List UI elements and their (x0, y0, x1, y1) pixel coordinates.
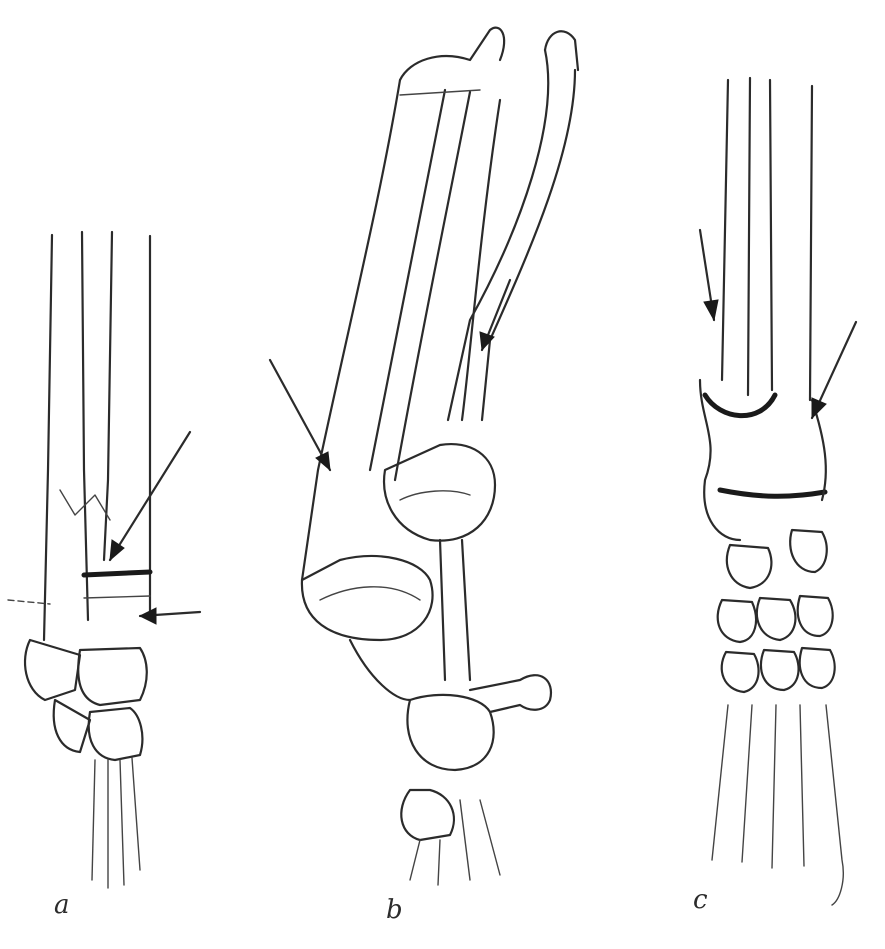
panel-b-carpal-bone (401, 790, 454, 840)
panel-b-phalanx (410, 840, 420, 880)
panel-b-joint (384, 444, 495, 541)
panel-b-arrow (270, 360, 330, 470)
panel-b-phalanx (438, 840, 440, 885)
panel-label-a: a (54, 890, 70, 920)
panel-a-arrowhead (140, 608, 156, 624)
panel-a-bone-outline (44, 235, 52, 640)
panel-b-bone-outline (462, 100, 500, 420)
panel-b-joint (302, 556, 433, 640)
panel-c-bone-outline (810, 86, 812, 400)
panel-b-bone-head (400, 28, 504, 80)
panel-c-metacarpal (800, 705, 804, 866)
panel-b-bone-outline (302, 80, 400, 580)
panel-c-fracture-line (705, 395, 775, 416)
panel-b-carpal-bone (470, 675, 551, 712)
panel-label-b: b (386, 895, 403, 925)
panel-c-metacarpal (772, 705, 776, 868)
panel-b-fracture-line (400, 491, 470, 500)
panel-b-carpal-bone (407, 695, 493, 770)
panel-c-carpal-bone (757, 598, 796, 640)
panel-label-c: c (693, 885, 708, 915)
panel-a-bone-outline (84, 596, 150, 598)
panel-c-carpal-bone (722, 652, 759, 692)
panel-b-bone-outline (440, 540, 445, 680)
panel-c-carpal-bone (800, 648, 835, 688)
panel-b-phalanx (460, 800, 470, 880)
panel-c-bone-outline (770, 80, 772, 390)
panel-a-metacarpal (132, 758, 140, 870)
panel-b-bone-outline (462, 540, 470, 680)
panel-c-carpal-bone (790, 530, 827, 572)
panel-c-carpal-bone (798, 596, 833, 636)
panel-c-bone-outline (748, 78, 750, 395)
panel-c-metacarpal (742, 705, 752, 862)
panel-a-carpal-bone (54, 700, 90, 752)
panel-a-metacarpal (120, 760, 124, 885)
panel-c-arrowhead (812, 398, 826, 418)
panel-a-carpal-bone (78, 648, 147, 705)
panel-c-fracture-line (720, 490, 825, 496)
panel-b-fracture-line (320, 587, 420, 600)
panel-a-arrow (8, 600, 50, 604)
panel-c-bone-outline (722, 80, 728, 380)
panel-b-bone-outline (400, 90, 480, 95)
panel-a-bone-outline (82, 232, 88, 620)
panel-c-metacarpal (826, 705, 843, 905)
panel-a-metacarpal (92, 760, 95, 880)
panel-c-carpal-bone (761, 650, 799, 690)
panel-c-drawing (700, 78, 856, 905)
panel-c-arrowhead (704, 300, 718, 320)
panel-a-carpal-bone (89, 708, 143, 760)
panel-a-fracture-line (84, 572, 150, 575)
panel-b-bone-head (545, 31, 578, 70)
panel-a-carpal-bone (25, 640, 80, 700)
panel-c-carpal-bone (718, 600, 756, 642)
panel-b-phalanx (480, 800, 500, 875)
panel-b-bone-outline (350, 640, 410, 700)
panel-a-drawing (8, 232, 200, 888)
panel-c-bone-outline (700, 380, 740, 540)
panel-c-carpal-bone (727, 545, 771, 588)
panel-c-metacarpal (712, 705, 728, 860)
panel-b-drawing (270, 28, 578, 885)
